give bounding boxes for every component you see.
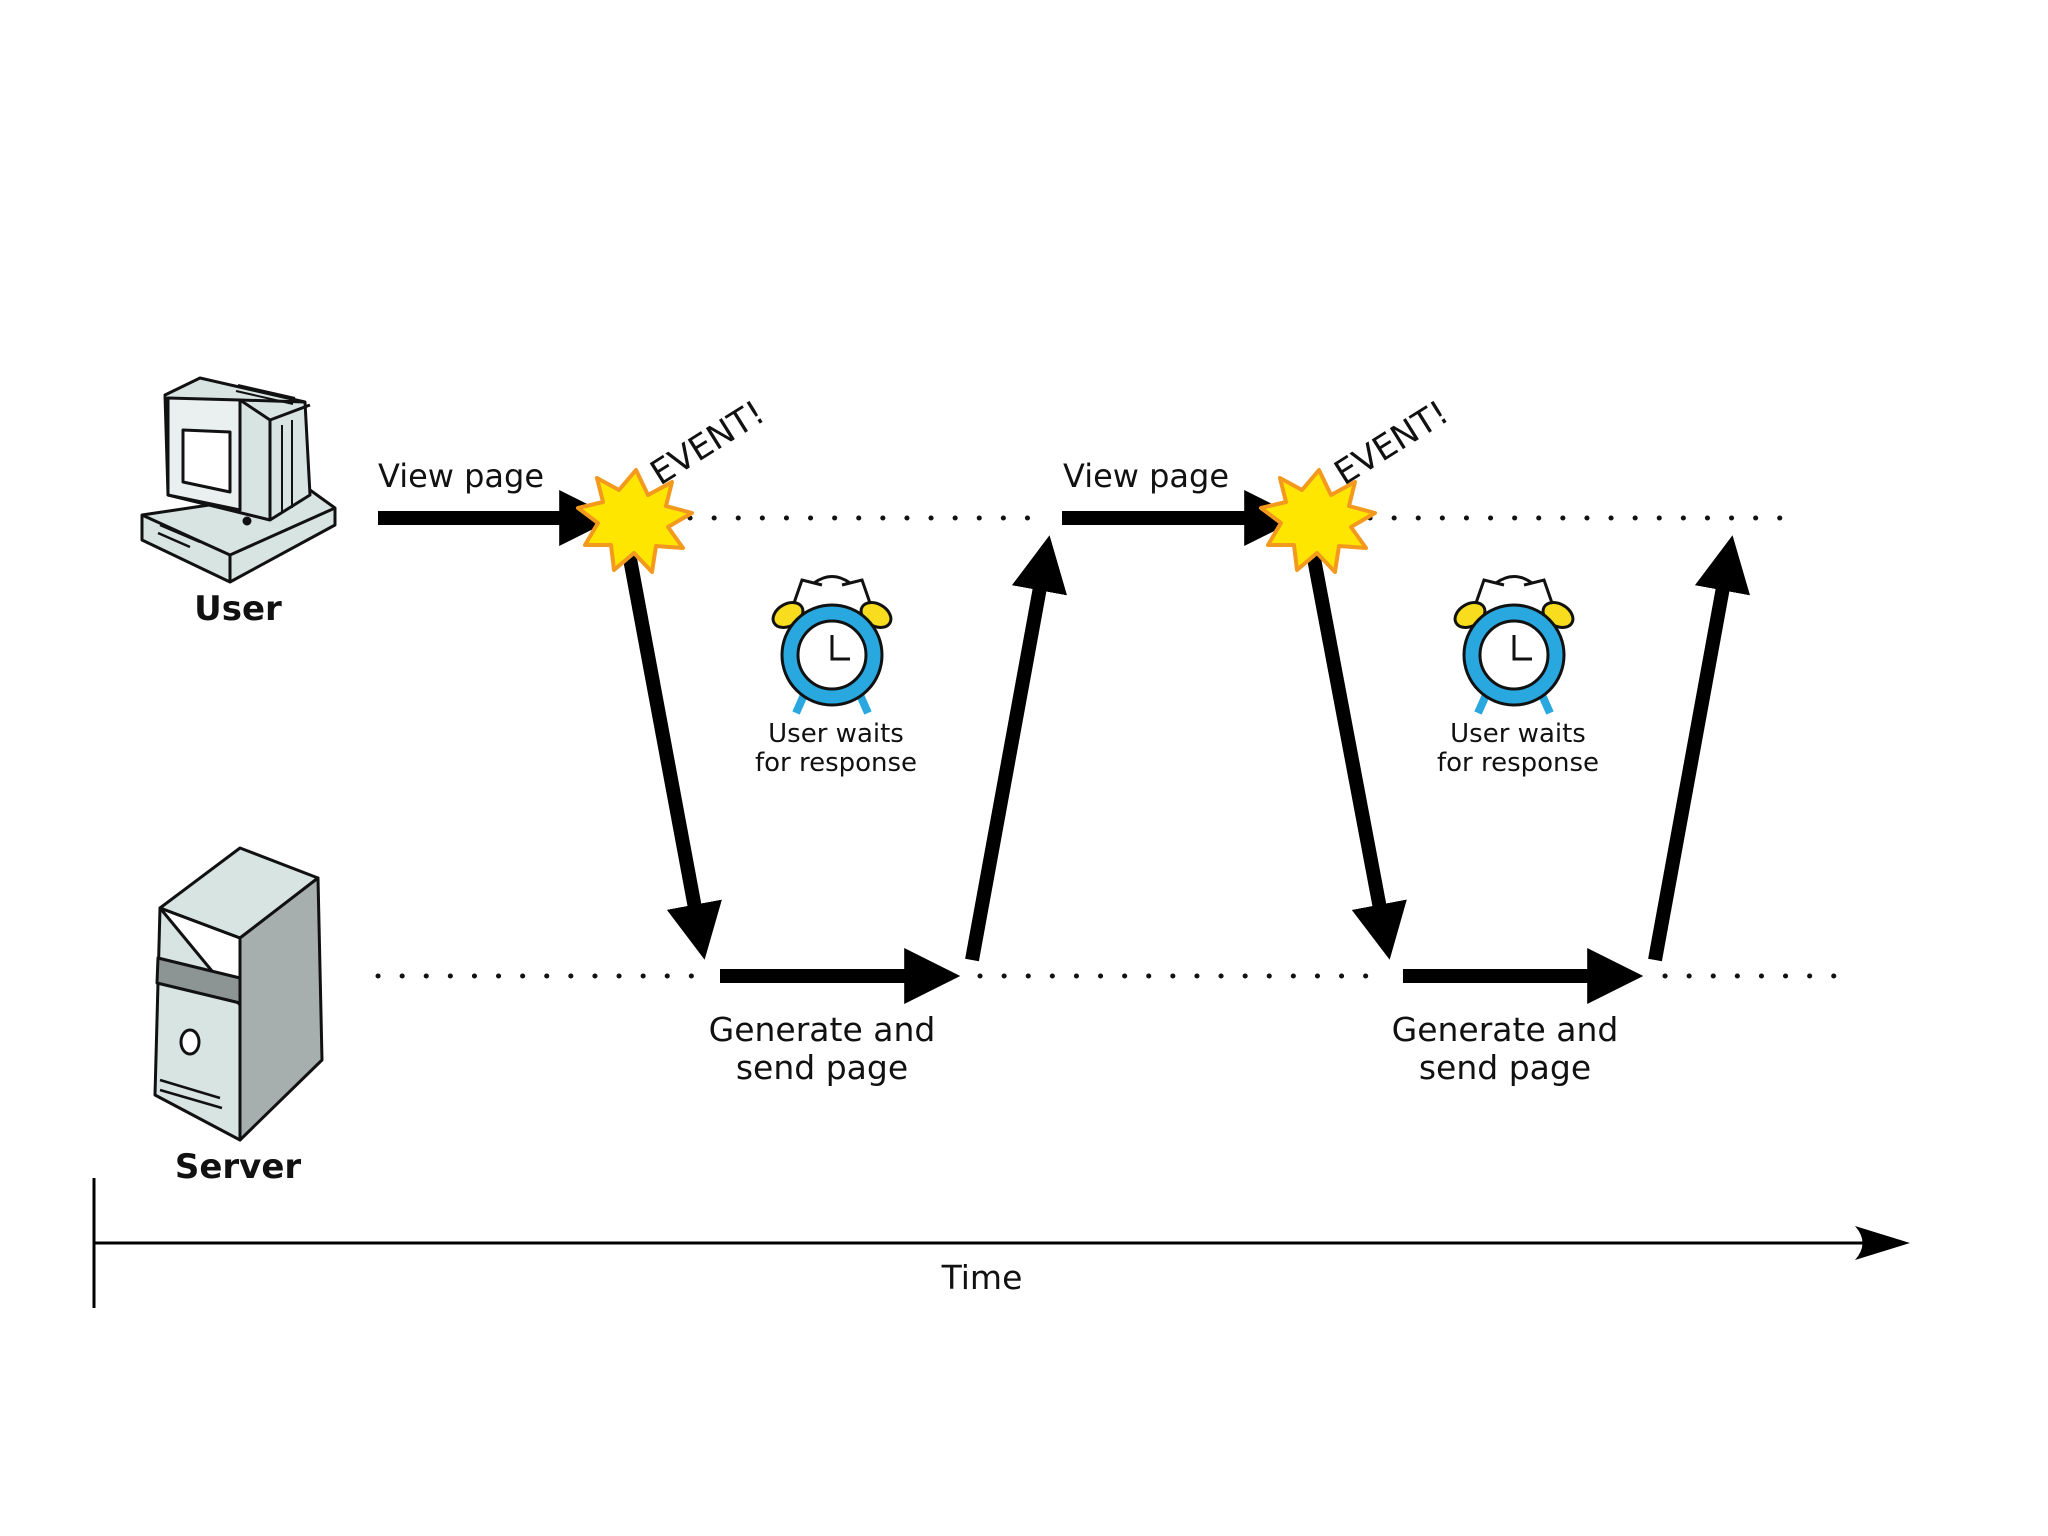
event-label-2: EVENT! bbox=[1328, 393, 1456, 494]
time-axis-label: Time bbox=[941, 1258, 1023, 1297]
wait-label-1-line2: for response bbox=[755, 748, 917, 778]
alarm-clock-icon-2 bbox=[1451, 577, 1578, 714]
event-label-1: EVENT! bbox=[644, 393, 772, 494]
generate-label-2-line2: send page bbox=[1419, 1048, 1591, 1087]
server-icon bbox=[155, 848, 322, 1140]
generate-label-2-line1: Generate and bbox=[1392, 1010, 1619, 1049]
generate-label-1-line2: send page bbox=[736, 1048, 908, 1087]
generate-label-1-line1: Generate and bbox=[709, 1010, 936, 1049]
response-arrow-1 bbox=[972, 560, 1045, 960]
time-axis-arrowhead bbox=[1855, 1226, 1910, 1260]
wait-label-1-line1: User waits bbox=[768, 719, 904, 749]
request-arrow-2 bbox=[1312, 548, 1385, 935]
wait-label-2-line2: for response bbox=[1437, 748, 1599, 778]
wait-label-2-line1: User waits bbox=[1450, 719, 1586, 749]
view-page-label-2: View page bbox=[1063, 457, 1229, 495]
server-label: Server bbox=[175, 1147, 302, 1187]
alarm-clock-icon-1 bbox=[769, 577, 896, 714]
request-arrow-1 bbox=[628, 548, 700, 935]
user-computer-icon bbox=[142, 378, 335, 582]
user-label: User bbox=[194, 589, 282, 629]
view-page-label-1: View page bbox=[378, 457, 544, 495]
response-arrow-2 bbox=[1655, 560, 1728, 960]
